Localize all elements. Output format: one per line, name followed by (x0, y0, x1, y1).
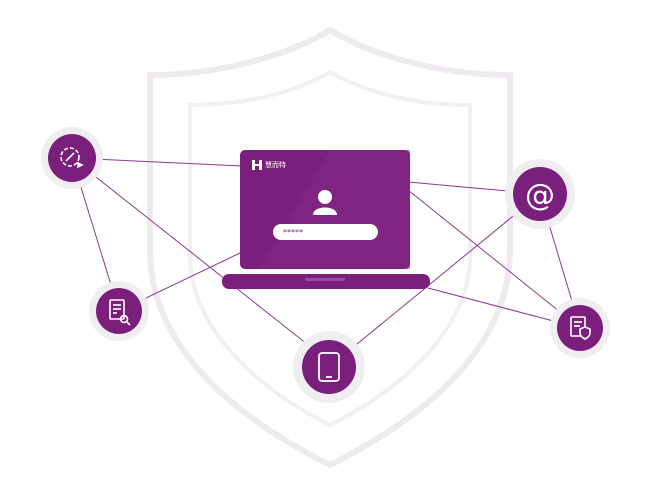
document-shield-icon (570, 316, 591, 340)
node-tablet (293, 331, 365, 403)
tablet-icon (318, 352, 340, 382)
laptop: 慧而特 ***** (222, 150, 430, 289)
shield-inner (188, 69, 472, 428)
gear-wrench-icon (60, 147, 84, 169)
password-field[interactable] (273, 224, 378, 240)
laptop-base (222, 274, 430, 289)
document-search-icon (109, 299, 131, 326)
shield-outline (147, 26, 513, 469)
user-icon (313, 190, 337, 215)
password-value: ***** (283, 228, 303, 237)
node-document-shield (550, 298, 610, 358)
node-email: @ (505, 159, 575, 229)
at-sign-icon: @ (525, 178, 555, 213)
logo-icon (252, 160, 262, 170)
logo-text: 慧而特 (265, 160, 286, 169)
node-gear (41, 127, 103, 189)
node-document-search (89, 281, 149, 341)
